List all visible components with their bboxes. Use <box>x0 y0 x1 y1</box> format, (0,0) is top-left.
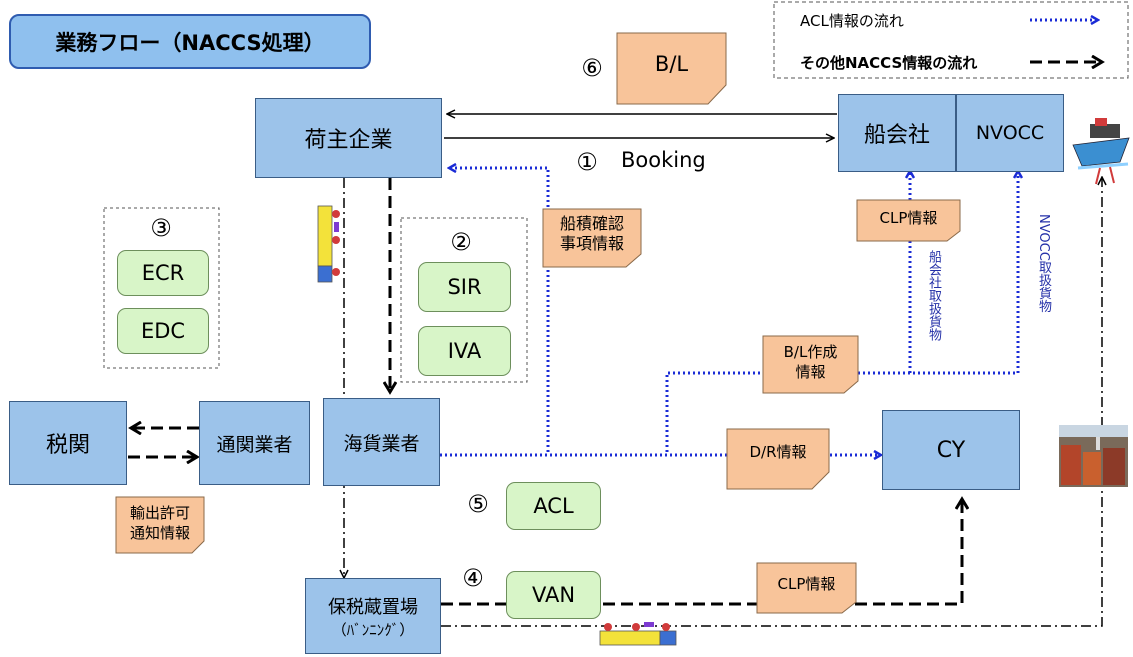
doc-clp-top-label: CLP情報 <box>879 209 938 227</box>
system-iva: IVA <box>418 326 511 376</box>
doc-export-permit-label: 輸出許可 通知情報 <box>116 503 204 543</box>
system-van: VAN <box>506 571 601 619</box>
node-customs: 税関 <box>9 401 127 485</box>
nvocc-cargo-vertical-label: NVOCC取扱貨物 <box>1036 214 1051 313</box>
doc-loading-confirm-shape <box>542 208 642 268</box>
legend-acl-label: ACL情報の流れ <box>800 12 904 30</box>
flow-cargo-warehouse-to-ship <box>441 178 1102 627</box>
ship-icon <box>1072 118 1130 185</box>
system-acl: ACL <box>506 482 601 530</box>
bl-document-shape <box>616 32 727 105</box>
doc-clp-bottom-label: CLP情報 <box>777 575 836 593</box>
node-shipping-company-label: 船会社 <box>863 123 930 148</box>
step-2-number: ② <box>450 228 472 256</box>
title-box: 業務フロー（NACCS処理） <box>9 14 371 69</box>
system-acl-label: ACL <box>533 494 574 518</box>
doc-loading-confirm-line2: 事項情報 <box>559 234 624 253</box>
legend-other-label: その他NACCS情報の流れ <box>800 54 978 72</box>
step-6-number: ⑥ <box>581 54 603 82</box>
step3-group-frame <box>103 207 220 369</box>
node-customs-broker: 通関業者 <box>199 401 310 485</box>
doc-bl-create-label: B/L作成 情報 <box>763 342 858 382</box>
node-bonded-warehouse-label: 保税蔵置場 <box>328 596 418 618</box>
step-3-number: ③ <box>150 214 172 242</box>
node-nvocc-label: NVOCC <box>975 122 1045 144</box>
doc-bl-create-line2: 情報 <box>795 363 826 381</box>
doc-export-permit-line2: 通知情報 <box>129 524 190 542</box>
node-shipping-company: 船会社 <box>838 94 956 172</box>
doc-loading-confirm-label: 船積確認 事項情報 <box>543 214 641 254</box>
node-cy-label: CY <box>936 437 966 463</box>
shipping-cargo-vertical-label: 船会社取扱貨物 <box>926 250 941 341</box>
node-shipper: 荷主企業 <box>255 98 442 178</box>
system-sir: SIR <box>418 262 511 312</box>
system-sir-label: SIR <box>447 275 482 299</box>
truck-icon-vertical <box>317 205 340 283</box>
system-van-label: VAN <box>531 583 576 607</box>
doc-bl-create-line1: B/L作成 <box>783 343 838 361</box>
flow-bl-create <box>665 371 1018 452</box>
doc-bl-create-shape <box>762 335 859 394</box>
node-bonded-warehouse-sublabel: （ﾊﾞﾝﾆﾝｸﾞ） <box>331 620 415 639</box>
system-edc-label: EDC <box>140 319 186 343</box>
booking-label: Booking <box>621 148 706 172</box>
doc-clp-bottom-shape <box>756 562 857 614</box>
doc-export-permit-shape <box>115 496 205 554</box>
system-ecr: ECR <box>117 250 209 296</box>
page-title: 業務フロー（NACCS処理） <box>55 30 325 55</box>
flow-warehouse-to-cy <box>441 500 962 606</box>
node-forwarder-label: 海貨業者 <box>343 432 420 455</box>
system-iva-label: IVA <box>447 339 482 363</box>
bl-document-label: B/L <box>654 52 689 76</box>
doc-export-permit-line1: 輸出許可 <box>129 504 190 522</box>
node-customs-label: 税関 <box>45 433 90 458</box>
truck-icon-horizontal <box>599 622 677 646</box>
doc-dr-info-shape <box>726 428 830 490</box>
step-1-number: ① <box>576 148 598 176</box>
node-cy: CY <box>882 410 1020 490</box>
doc-clp-top-shape <box>856 199 961 242</box>
legend-frame <box>773 1 1129 79</box>
step-4-number: ④ <box>462 564 484 592</box>
doc-loading-confirm-line1: 船積確認 <box>559 214 624 233</box>
node-bonded-warehouse: 保税蔵置場 （ﾊﾞﾝﾆﾝｸﾞ） <box>305 578 441 654</box>
system-edc: EDC <box>117 308 209 354</box>
node-shipper-label: 荷主企業 <box>304 128 393 153</box>
node-forwarder: 海貨業者 <box>323 398 440 486</box>
step2-group-frame <box>400 217 528 383</box>
system-ecr-label: ECR <box>141 261 185 285</box>
node-customs-broker-label: 通関業者 <box>216 433 293 456</box>
doc-dr-info-label: D/R情報 <box>749 443 807 461</box>
container-yard-icon <box>1059 425 1128 487</box>
step-5-number: ⑤ <box>467 490 489 518</box>
node-nvocc: NVOCC <box>956 94 1064 172</box>
